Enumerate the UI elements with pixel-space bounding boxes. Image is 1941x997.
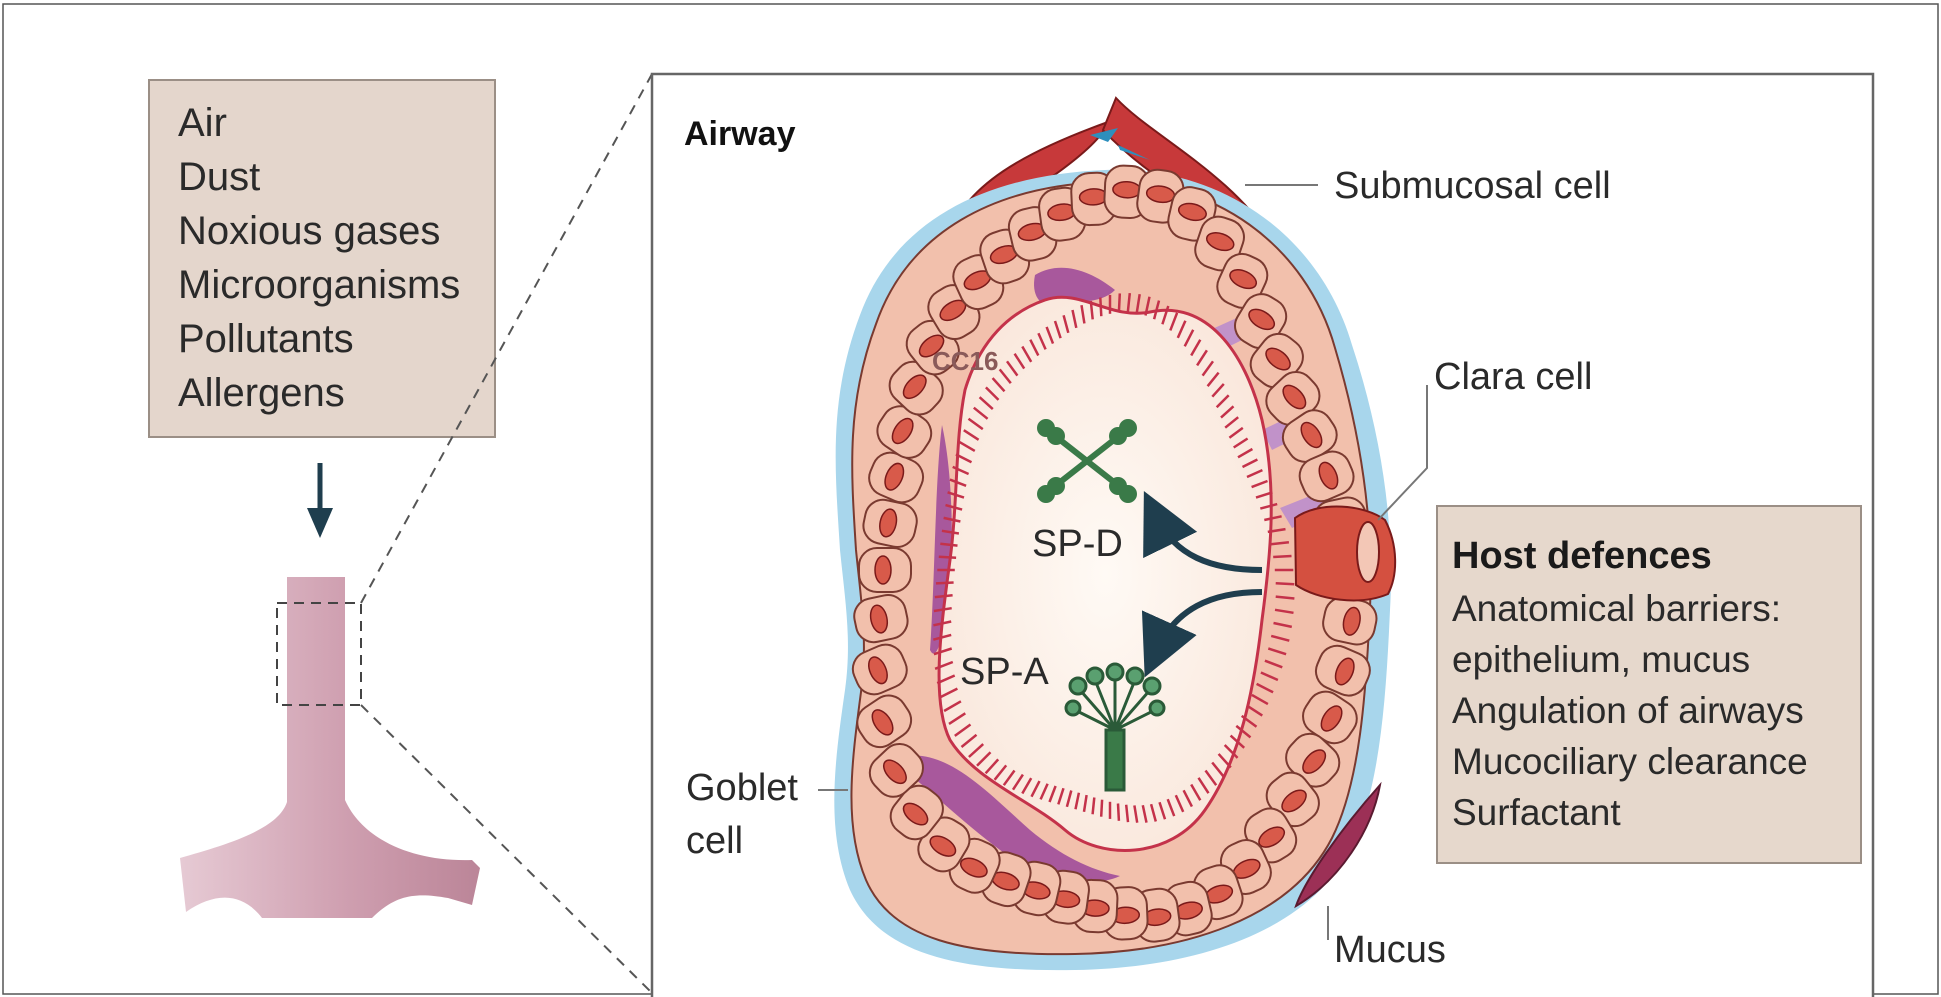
cilium bbox=[1119, 293, 1120, 312]
cilium bbox=[1273, 556, 1291, 557]
cilium bbox=[1100, 298, 1101, 317]
cilium bbox=[1093, 798, 1095, 815]
exposure-item: Microorganisms bbox=[178, 263, 460, 307]
host-defences-title: Host defences bbox=[1452, 535, 1712, 577]
submucosal-cell-label: Submucosal cell bbox=[1334, 165, 1611, 207]
host-defences-item: Mucociliary clearance bbox=[1452, 741, 1808, 782]
down-arrow-icon bbox=[307, 463, 333, 538]
clara-cell-label: Clara cell bbox=[1434, 356, 1592, 398]
exposure-item: Noxious gases bbox=[178, 209, 440, 253]
exposure-item: Allergens bbox=[178, 371, 345, 415]
cilium bbox=[1276, 583, 1295, 584]
exposure-item: Air bbox=[178, 101, 227, 145]
host-defences-item: Angulation of airways bbox=[1452, 690, 1804, 731]
mucus-label: Mucus bbox=[1334, 929, 1446, 971]
exposure-item: Pollutants bbox=[178, 317, 354, 361]
host-defences-item: epithelium, mucus bbox=[1452, 639, 1750, 680]
clara-cell-icon bbox=[1295, 506, 1395, 600]
exposure-item: Dust bbox=[178, 155, 260, 199]
sp-a-label: SP-A bbox=[960, 651, 1049, 693]
cilium bbox=[1101, 800, 1102, 817]
cc16-label: CC16 bbox=[932, 346, 998, 376]
cilium bbox=[939, 557, 956, 558]
airway-title: Airway bbox=[684, 115, 796, 153]
sp-d-label: SP-D bbox=[1032, 523, 1123, 565]
cilium bbox=[936, 583, 954, 584]
epithelial-cell-icon bbox=[859, 548, 911, 592]
host-defences-item: Surfactant bbox=[1452, 792, 1621, 833]
host-defences-box: Host defences Anatomical barriers: epith… bbox=[1437, 506, 1861, 863]
cilium bbox=[1118, 804, 1119, 821]
goblet-cell-label: cell bbox=[686, 820, 743, 862]
exposure-box: Air Dust Noxious gases Microorganisms Po… bbox=[149, 80, 495, 437]
bronchus-tree-icon bbox=[180, 577, 480, 918]
host-defences-item: Anatomical barriers: bbox=[1452, 588, 1781, 629]
goblet-cell-label: Goblet bbox=[686, 767, 798, 809]
